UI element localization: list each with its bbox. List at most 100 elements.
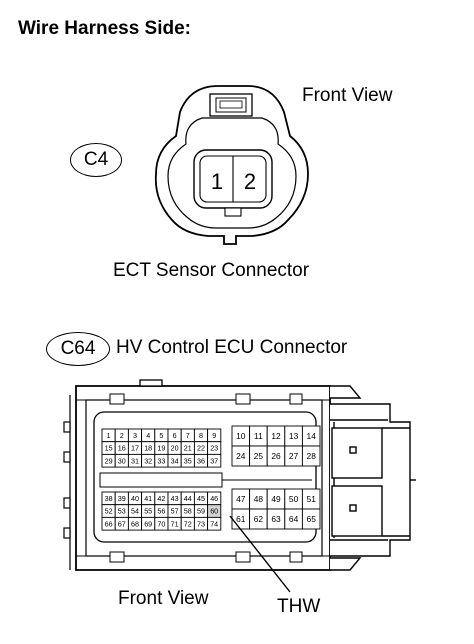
ecu-pin-32: 32 [144, 456, 152, 465]
ecu-pin-1: 1 [107, 431, 111, 440]
ecu-pin-cell [301, 445, 321, 467]
ecu-pin-17: 17 [131, 444, 139, 453]
ecu-key-bar [99, 472, 223, 488]
ecu-pin-46: 46 [210, 494, 218, 503]
ecu-pin-37: 37 [210, 456, 218, 465]
ecu-pin-23: 23 [210, 444, 218, 453]
ecu-pin-10: 10 [236, 431, 246, 441]
ecu-pin-6: 6 [173, 431, 177, 440]
ecu-pin-41: 41 [144, 494, 152, 503]
ecu-pin-cell [301, 508, 321, 530]
ecu-pin-15: 15 [105, 444, 113, 453]
ecu-pin-73: 73 [197, 519, 205, 528]
ecu-pin-49: 49 [271, 494, 281, 504]
ecu-pin-66: 66 [105, 519, 113, 528]
ecu-pin-2: 2 [120, 431, 124, 440]
ecu-front-view-label: Front View [118, 588, 209, 609]
ecu-pin-28: 28 [307, 451, 317, 461]
ect-connector-code-badge: C4 [70, 143, 122, 177]
ecu-pin-30: 30 [118, 456, 126, 465]
ecu-pin-22: 22 [197, 444, 205, 453]
ect-front-view-label: Front View [302, 85, 393, 106]
ecu-top-latch [139, 379, 163, 387]
ecu-pin-63: 63 [271, 514, 281, 524]
ecu-pin-29: 29 [105, 456, 113, 465]
ecu-connector-code: C64 [60, 338, 96, 359]
ect-key [224, 207, 242, 217]
ecu-pin-55: 55 [144, 507, 152, 516]
ecu-connector-name: HV Control ECU Connector [116, 337, 348, 358]
ecu-pin-16: 16 [118, 444, 126, 453]
ecu-pin-5: 5 [159, 431, 163, 440]
ecu-pin-7: 7 [186, 431, 190, 440]
thw-callout-label: THW [277, 596, 321, 617]
ecu-pin-59: 59 [197, 507, 205, 516]
ecu-pin-26: 26 [271, 451, 281, 461]
ecu-pin-12: 12 [271, 431, 281, 441]
ecu-rim-tabs [109, 393, 303, 563]
ecu-pin-44: 44 [184, 494, 192, 503]
ecu-pin-27: 27 [289, 451, 299, 461]
ecu-pin-11: 11 [254, 431, 263, 441]
ecu-pin-cell [207, 453, 222, 468]
ecu-pin-58: 58 [184, 507, 192, 516]
ect-lock-tab [209, 93, 253, 117]
ect-connector-code: C4 [83, 149, 109, 170]
ecu-pin-18: 18 [144, 444, 152, 453]
ecu-pin-35: 35 [184, 456, 192, 465]
ecu-pin-48: 48 [254, 494, 264, 504]
ecu-pin-36: 36 [197, 456, 205, 465]
ecu-pin-14: 14 [307, 431, 317, 441]
ecu-pin-68: 68 [131, 519, 139, 528]
ecu-pin-51: 51 [307, 494, 317, 504]
ecu-pin-65: 65 [307, 514, 317, 524]
ecu-pin-40: 40 [131, 494, 139, 503]
ecu-pin-69: 69 [144, 519, 152, 528]
ecu-pin-50: 50 [289, 494, 299, 504]
ecu-pin-4: 4 [146, 431, 150, 440]
page-title: Wire Harness Side: [18, 18, 192, 39]
ect-connector-drawing: 1 2 [154, 85, 309, 245]
ecu-pin-25: 25 [254, 451, 264, 461]
ecu-pin-52: 52 [105, 507, 113, 516]
ecu-pin-71: 71 [171, 519, 179, 528]
ecu-connector-code-badge: C64 [46, 332, 110, 366]
ecu-pin-9: 9 [212, 431, 216, 440]
ecu-pin-8: 8 [199, 431, 203, 440]
ect-connector-name: ECT Sensor Connector [113, 260, 310, 281]
ecu-pin-45: 45 [197, 494, 205, 503]
ecu-pin-70: 70 [157, 519, 165, 528]
ecu-pin-34: 34 [171, 456, 179, 465]
ecu-pin-64: 64 [289, 514, 299, 524]
ecu-pin-74: 74 [210, 519, 218, 528]
ecu-pin-72: 72 [184, 519, 192, 528]
ecu-pin-57: 57 [171, 507, 179, 516]
ecu-pin-24: 24 [236, 451, 246, 461]
ecu-left-ledge [63, 395, 71, 570]
ecu-pin-61: 61 [236, 514, 246, 524]
ecu-pin-67: 67 [118, 519, 126, 528]
ecu-right-latch [330, 385, 416, 571]
ecu-pin-33: 33 [157, 456, 165, 465]
ecu-pin-20: 20 [171, 444, 179, 453]
ecu-pin-47: 47 [236, 494, 246, 504]
ecu-pin-60: 60 [210, 507, 218, 516]
ecu-pin-62: 62 [254, 514, 264, 524]
ecu-pin-43: 43 [171, 494, 179, 503]
thw-leader-line [229, 515, 291, 593]
ecu-pin-31: 31 [131, 456, 139, 465]
ecu-pin-53: 53 [118, 507, 126, 516]
ecu-pin-21: 21 [184, 444, 192, 453]
ect-pin-1: 1 [211, 169, 223, 194]
ecu-pin-42: 42 [157, 494, 165, 503]
ecu-pin-cell [207, 516, 222, 531]
ecu-pin-3: 3 [133, 431, 137, 440]
ecu-pin-19: 19 [157, 444, 165, 453]
ect-connector-inner-outline [167, 117, 297, 229]
ect-pin-2: 2 [244, 169, 256, 194]
ecu-pin-56: 56 [157, 507, 165, 516]
ecu-pin-54: 54 [131, 507, 139, 516]
